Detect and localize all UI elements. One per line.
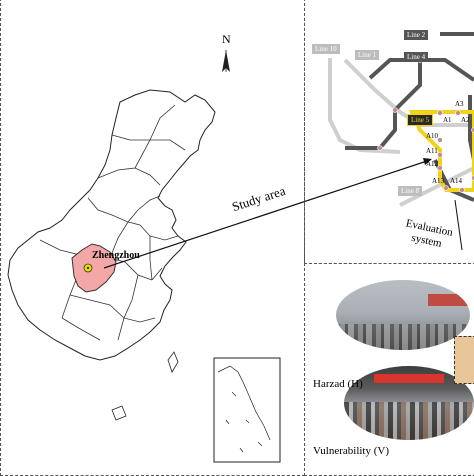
north-label: N <box>222 32 231 47</box>
hazard-photo <box>336 280 470 350</box>
station-a13: A13 <box>432 177 444 185</box>
south-china-sea-inset <box>214 358 280 462</box>
city-label: Zhengzhou <box>92 250 140 261</box>
north-arrow-icon <box>222 50 230 72</box>
station-a12: A12 <box>426 160 438 168</box>
station-a10: A10 <box>426 132 438 140</box>
line-8-label: Line 8 <box>398 186 422 196</box>
station-a3: A3 <box>455 100 464 108</box>
hazard-label: Harzad (H) <box>313 378 363 390</box>
station-a2: A2 <box>461 116 470 124</box>
hainan-island <box>112 406 126 420</box>
station-a14: A14 <box>450 177 462 185</box>
line-4-label: Line 4 <box>404 52 428 62</box>
line-5-label: Line 5 <box>407 114 433 126</box>
line-1-label: Line 1 <box>355 50 379 60</box>
province-boundaries <box>40 105 185 340</box>
metro-panel <box>304 0 474 264</box>
line-2-label: Line 2 <box>404 30 428 40</box>
line-10-label: Line 10 <box>312 44 340 54</box>
station-a1: A1 <box>443 116 452 124</box>
china-outline <box>8 90 215 360</box>
photo-link-box <box>454 336 474 384</box>
taiwan-island <box>168 352 178 372</box>
station-a11: A11 <box>426 147 438 155</box>
vulnerability-label: Vulnerability (V) <box>313 445 389 457</box>
